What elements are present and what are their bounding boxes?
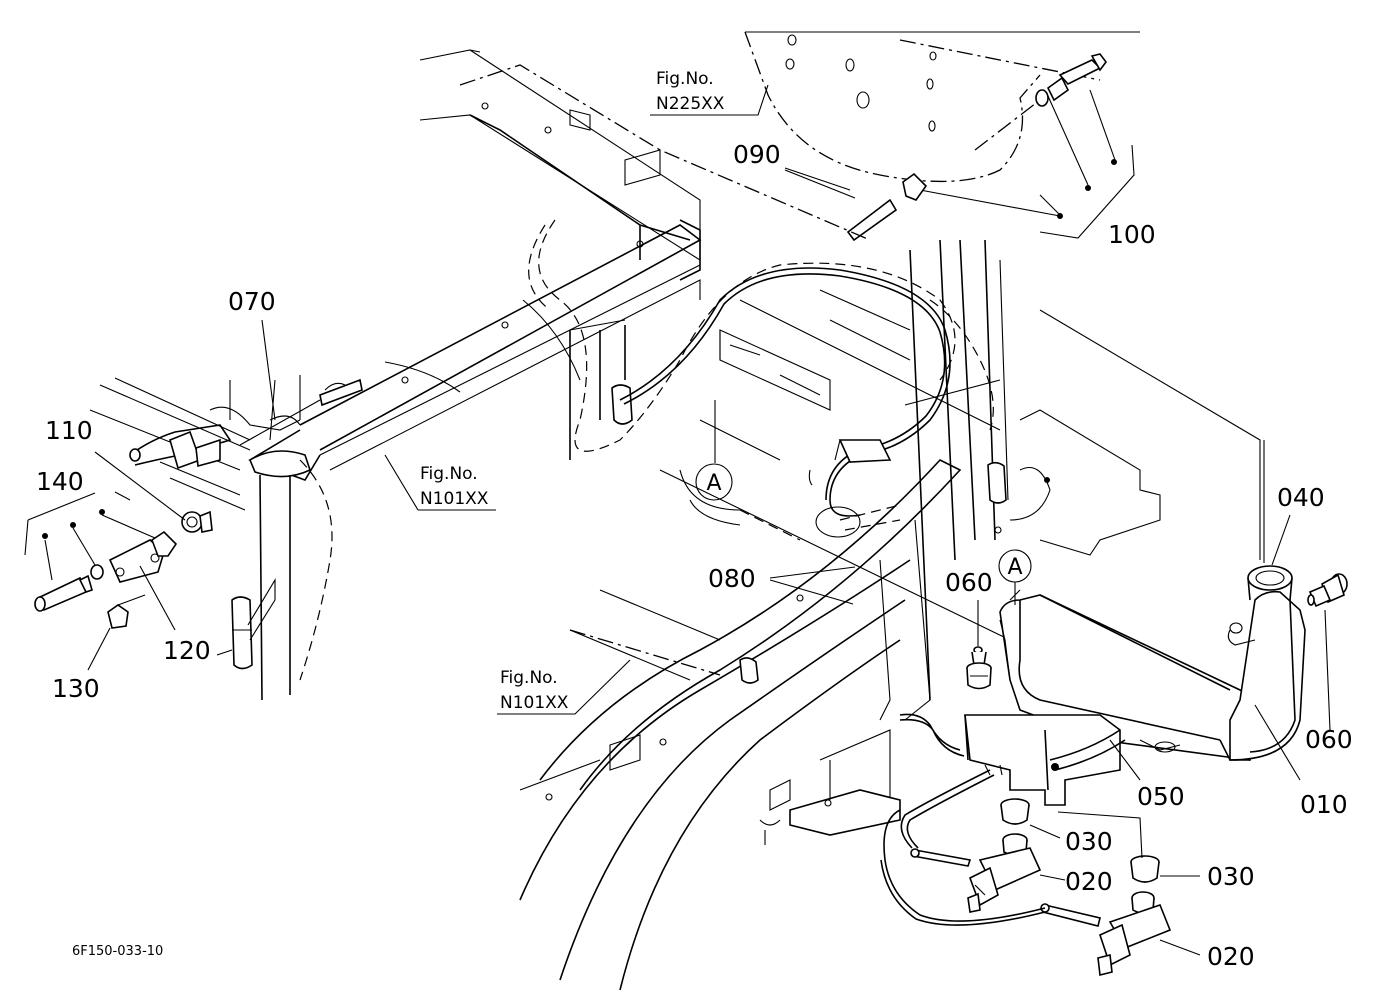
washer-hose-route [619, 267, 951, 538]
part-label-020-left: 020 [1065, 867, 1113, 896]
fig-ref-n225xx-caption: Fig.No. [656, 69, 714, 89]
part-label-060-left: 060 [945, 568, 993, 597]
frame-base-mount [759, 729, 901, 845]
drawing-code: 6F150-033-10 [72, 944, 163, 959]
part-number-labels: 040 060 060 010 050 030 030 020 020 080 … [36, 140, 1353, 971]
part-label-020-right: 020 [1207, 942, 1255, 971]
ref-marker-a-left-text: A [706, 471, 721, 496]
check-valve-left [966, 646, 992, 690]
ref-marker-a-right-text: A [1007, 555, 1022, 580]
part-label-090: 090 [733, 140, 781, 169]
frame-rear-beam [419, 49, 871, 281]
frame-diagonal-tube [248, 224, 702, 701]
part-label-070: 070 [228, 287, 276, 316]
part-label-130: 130 [52, 674, 100, 703]
part-label-030-left: 030 [1065, 827, 1113, 856]
grommet-and-pump-right [1040, 855, 1172, 976]
pump-bracket [964, 714, 1181, 806]
fig-ref-n101xx-upper: Fig.No. N101XX [384, 454, 496, 511]
fig-ref-n101xx-lower-number: N101XX [500, 693, 569, 713]
floor-plate [659, 289, 1261, 641]
part-label-140: 140 [36, 467, 84, 496]
fig-ref-n101xx-lower-caption: Fig.No. [500, 668, 558, 688]
seat-bracket-plate [744, 31, 1140, 183]
part-label-120: 120 [163, 636, 211, 665]
fig-ref-n225xx-number: N225XX [656, 94, 725, 114]
pump-hoses [880, 713, 1046, 926]
part-label-050: 050 [1137, 782, 1185, 811]
frame-center-posts [528, 219, 956, 460]
part-label-100: 100 [1108, 220, 1156, 249]
fig-ref-n101xx-lower: Fig.No. N101XX [497, 659, 631, 715]
frame-cab-post-right [904, 239, 1009, 701]
left-frame-bracket [89, 375, 363, 511]
fig-ref-n101xx-upper-caption: Fig.No. [420, 464, 478, 484]
leader-lines [87, 167, 1331, 956]
ref-marker-a-right: A [998, 549, 1032, 605]
check-valve-right [1307, 573, 1348, 608]
part-label-030-right: 030 [1207, 862, 1255, 891]
part-label-040: 040 [1277, 483, 1325, 512]
part-label-060-right: 060 [1305, 725, 1353, 754]
hinge-post-left [231, 578, 276, 670]
fig-ref-n225xx: Fig.No. N225XX [650, 69, 769, 116]
fig-ref-n101xx-upper-number: N101XX [420, 489, 489, 509]
part-label-110: 110 [45, 416, 93, 445]
grommet-and-pump-left [910, 798, 1042, 913]
part-label-080: 080 [708, 564, 756, 593]
ref-marker-a-left: A [679, 400, 801, 541]
knob-bolt-upper [784, 53, 1135, 242]
knob-bolt-lower-left [24, 491, 213, 629]
part-label-010: 010 [1300, 790, 1348, 819]
frame-arch-rail [519, 459, 962, 991]
